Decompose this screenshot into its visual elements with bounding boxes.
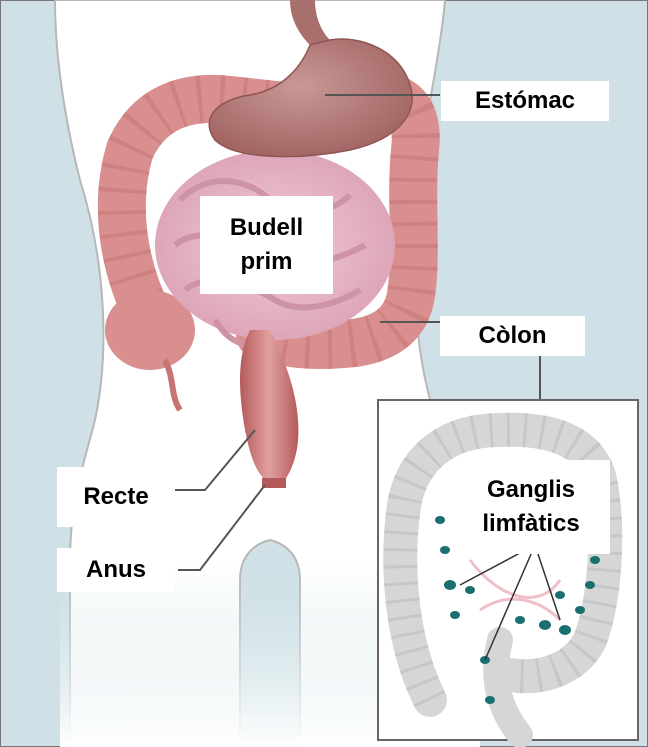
label-lymph-nodes-line1: Ganglis — [452, 473, 610, 507]
label-small-intestine-line1: Budell — [200, 211, 333, 245]
label-stomach: Estómac — [441, 81, 609, 121]
label-colon: Còlon — [440, 316, 585, 356]
lymph-nodes-inset — [378, 400, 638, 740]
label-lymph-nodes: Ganglis limfàtics — [452, 460, 610, 554]
label-anus: Anus — [57, 548, 175, 592]
label-small-intestine: Budell prim — [200, 196, 333, 294]
label-lymph-nodes-line2: limfàtics — [452, 507, 610, 541]
label-small-intestine-line2: prim — [200, 245, 333, 279]
label-rectum: Recte — [57, 467, 175, 527]
